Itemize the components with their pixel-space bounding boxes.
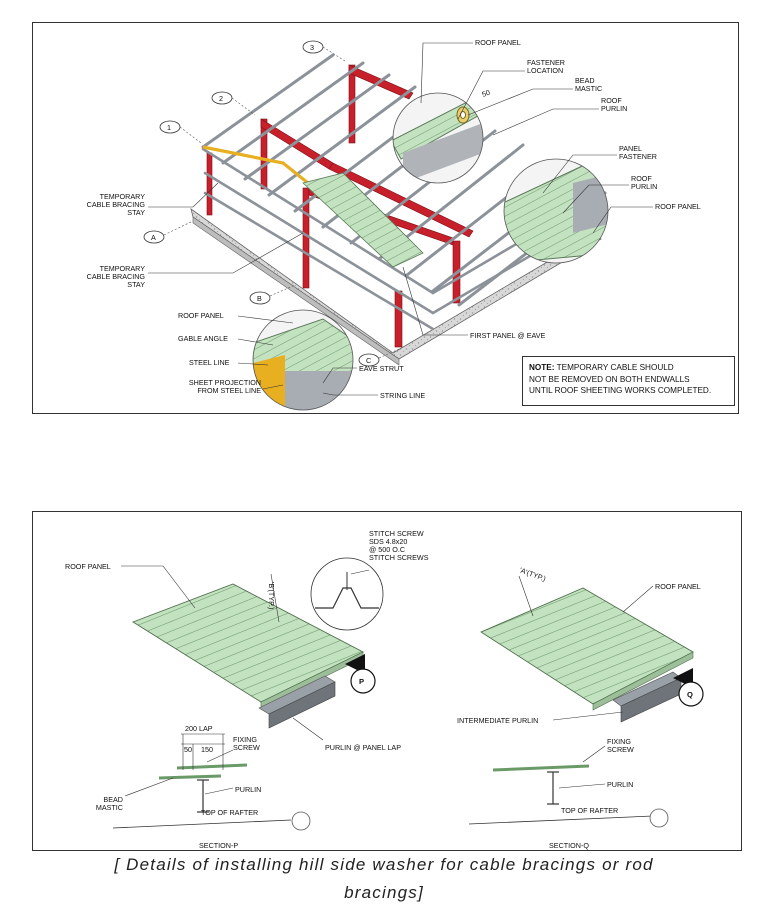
detail-circle-eave [253, 310, 353, 410]
grid-marker-a: A [151, 233, 156, 242]
label-eave-strut: EAVE STRUT [359, 364, 404, 373]
label-roof-panel-left: ROOF PANEL [65, 562, 111, 571]
stitch-screw-detail-circle [310, 557, 384, 631]
label-top-rafter-right: TOP OF RAFTER [561, 806, 618, 815]
note-line-2: NOT BE REMOVED ON BOTH ENDWALLS [529, 374, 690, 384]
label-roof-panel-1: ROOF PANEL [475, 38, 521, 47]
grid-marker-b: B [257, 294, 262, 303]
label-purlin-right: PURLIN [607, 780, 633, 789]
section-q-marker [678, 681, 704, 707]
note-box: NOTE: TEMPORARY CABLE SHOULD NOT BE REMO… [522, 356, 735, 406]
section-p-drawing [112, 733, 292, 829]
panel-lap-detail-diagram: P Q [32, 511, 742, 851]
grid-marker-3: 3 [310, 43, 314, 52]
section-q-drawing [468, 764, 654, 825]
section-p-marker [350, 668, 376, 694]
label-a-typ: 'A'(TYP.) [518, 565, 547, 583]
label-dim-50: 50 [184, 745, 192, 754]
label-intermediate-purlin: INTERMEDIATE PURLIN [457, 716, 538, 725]
grid-marker-2: 2 [219, 94, 223, 103]
label-dim-50-top: 50 [481, 88, 492, 99]
grid-marker-c: C [366, 356, 371, 365]
label-first-panel: FIRST PANEL @ EAVE [470, 331, 546, 340]
first-roof-panel [302, 172, 424, 268]
caption-line-2: bracings] [344, 883, 424, 902]
label-b-typ: 'B'(TYP.) [267, 582, 276, 609]
label-gable-angle: GABLE ANGLE [178, 334, 228, 343]
label-purlin-lap: PURLIN @ PANEL LAP [325, 743, 401, 752]
label-roof-panel-3: ROOF PANEL [178, 311, 224, 320]
panel-lap-svg: P Q [65, 529, 704, 850]
label-dim-150: 150 [201, 745, 213, 754]
label-roof-panel-2: ROOF PANEL [655, 202, 701, 211]
label-steel-line: STEEL LINE [189, 358, 230, 367]
grid-marker-1: 1 [167, 123, 171, 132]
section-p-marker-label: P [359, 677, 364, 686]
note-line-1: TEMPORARY CABLE SHOULD [554, 363, 674, 372]
label-section-p: SECTION-P [199, 841, 238, 850]
label-top-rafter-left: TOP OF RAFTER [201, 808, 258, 817]
label-roof-panel-right: ROOF PANEL [655, 582, 701, 591]
label-200-lap: 200 LAP [185, 724, 213, 733]
caption-line-1: [ Details of installing hill side washer… [114, 855, 654, 874]
note-prefix: NOTE: [529, 363, 555, 372]
label-purlin-left: PURLIN [235, 785, 261, 794]
section-q-marker-label: Q [687, 690, 693, 699]
label-section-q: SECTION-Q [549, 841, 589, 850]
detail-circle-fastener [393, 93, 483, 183]
label-string-line: STRING LINE [380, 391, 425, 400]
note-line-3: UNTIL ROOF SHEETING WORKS COMPLETED. [529, 386, 712, 395]
